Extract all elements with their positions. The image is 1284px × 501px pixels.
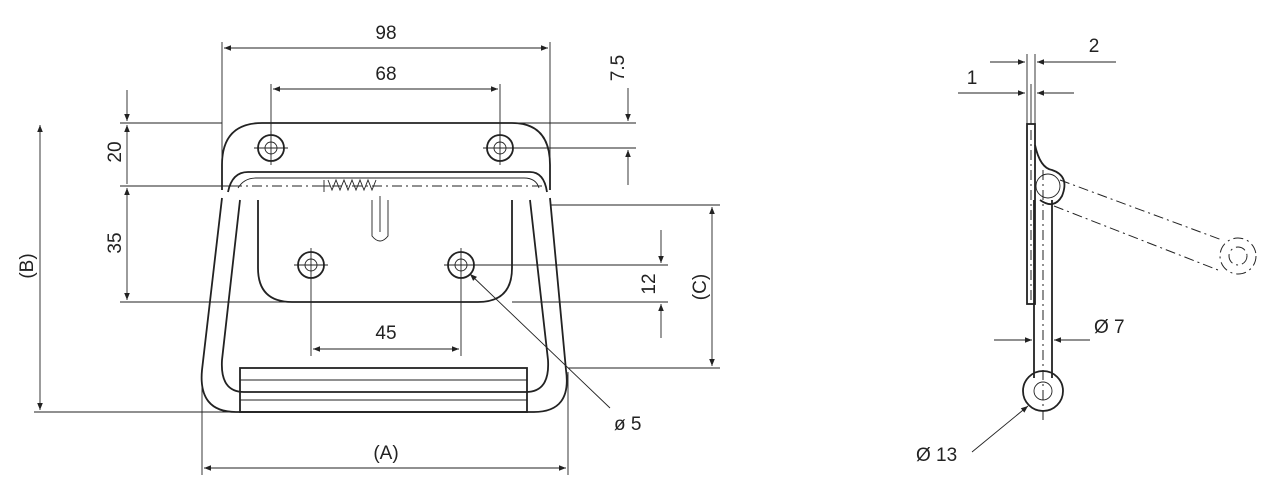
dim-hole-dia: ø 5 xyxy=(614,414,641,435)
front-dimensions: 98 68 7.5 20 35 (B) 45 12 xyxy=(17,23,720,475)
mounting-hole xyxy=(254,131,288,165)
side-view xyxy=(1022,123,1257,420)
spring xyxy=(318,178,389,242)
mounting-hole xyxy=(294,248,328,282)
dim-rod-dia: Ø 7 xyxy=(1094,317,1125,338)
mounting-hole xyxy=(483,131,517,165)
grip-tube xyxy=(239,367,528,413)
top-fold xyxy=(227,171,548,193)
dim-1: 1 xyxy=(967,68,978,89)
side-dimensions: 2 1 Ø 7 Ø 13 xyxy=(916,36,1125,466)
dim-7-5: 7.5 xyxy=(608,55,629,81)
dim-grip-dia: Ø 13 xyxy=(916,445,957,466)
dim-45: 45 xyxy=(375,323,396,344)
dim-2: 2 xyxy=(1089,36,1100,57)
side-grip xyxy=(1022,370,1064,412)
dim-68: 68 xyxy=(375,64,396,85)
front-view xyxy=(200,122,568,413)
mounting-plate xyxy=(221,122,551,190)
dim-20: 20 xyxy=(105,141,126,162)
dim-98: 98 xyxy=(375,23,396,44)
mounting-hole xyxy=(444,248,478,282)
dim-b: (B) xyxy=(17,253,38,278)
handle-bail-inner xyxy=(221,199,549,393)
dim-c: (C) xyxy=(690,274,711,300)
dim-a: (A) xyxy=(373,443,398,464)
recessed-pan xyxy=(257,200,513,303)
dim-12: 12 xyxy=(639,273,660,294)
dim-35: 35 xyxy=(105,232,126,253)
